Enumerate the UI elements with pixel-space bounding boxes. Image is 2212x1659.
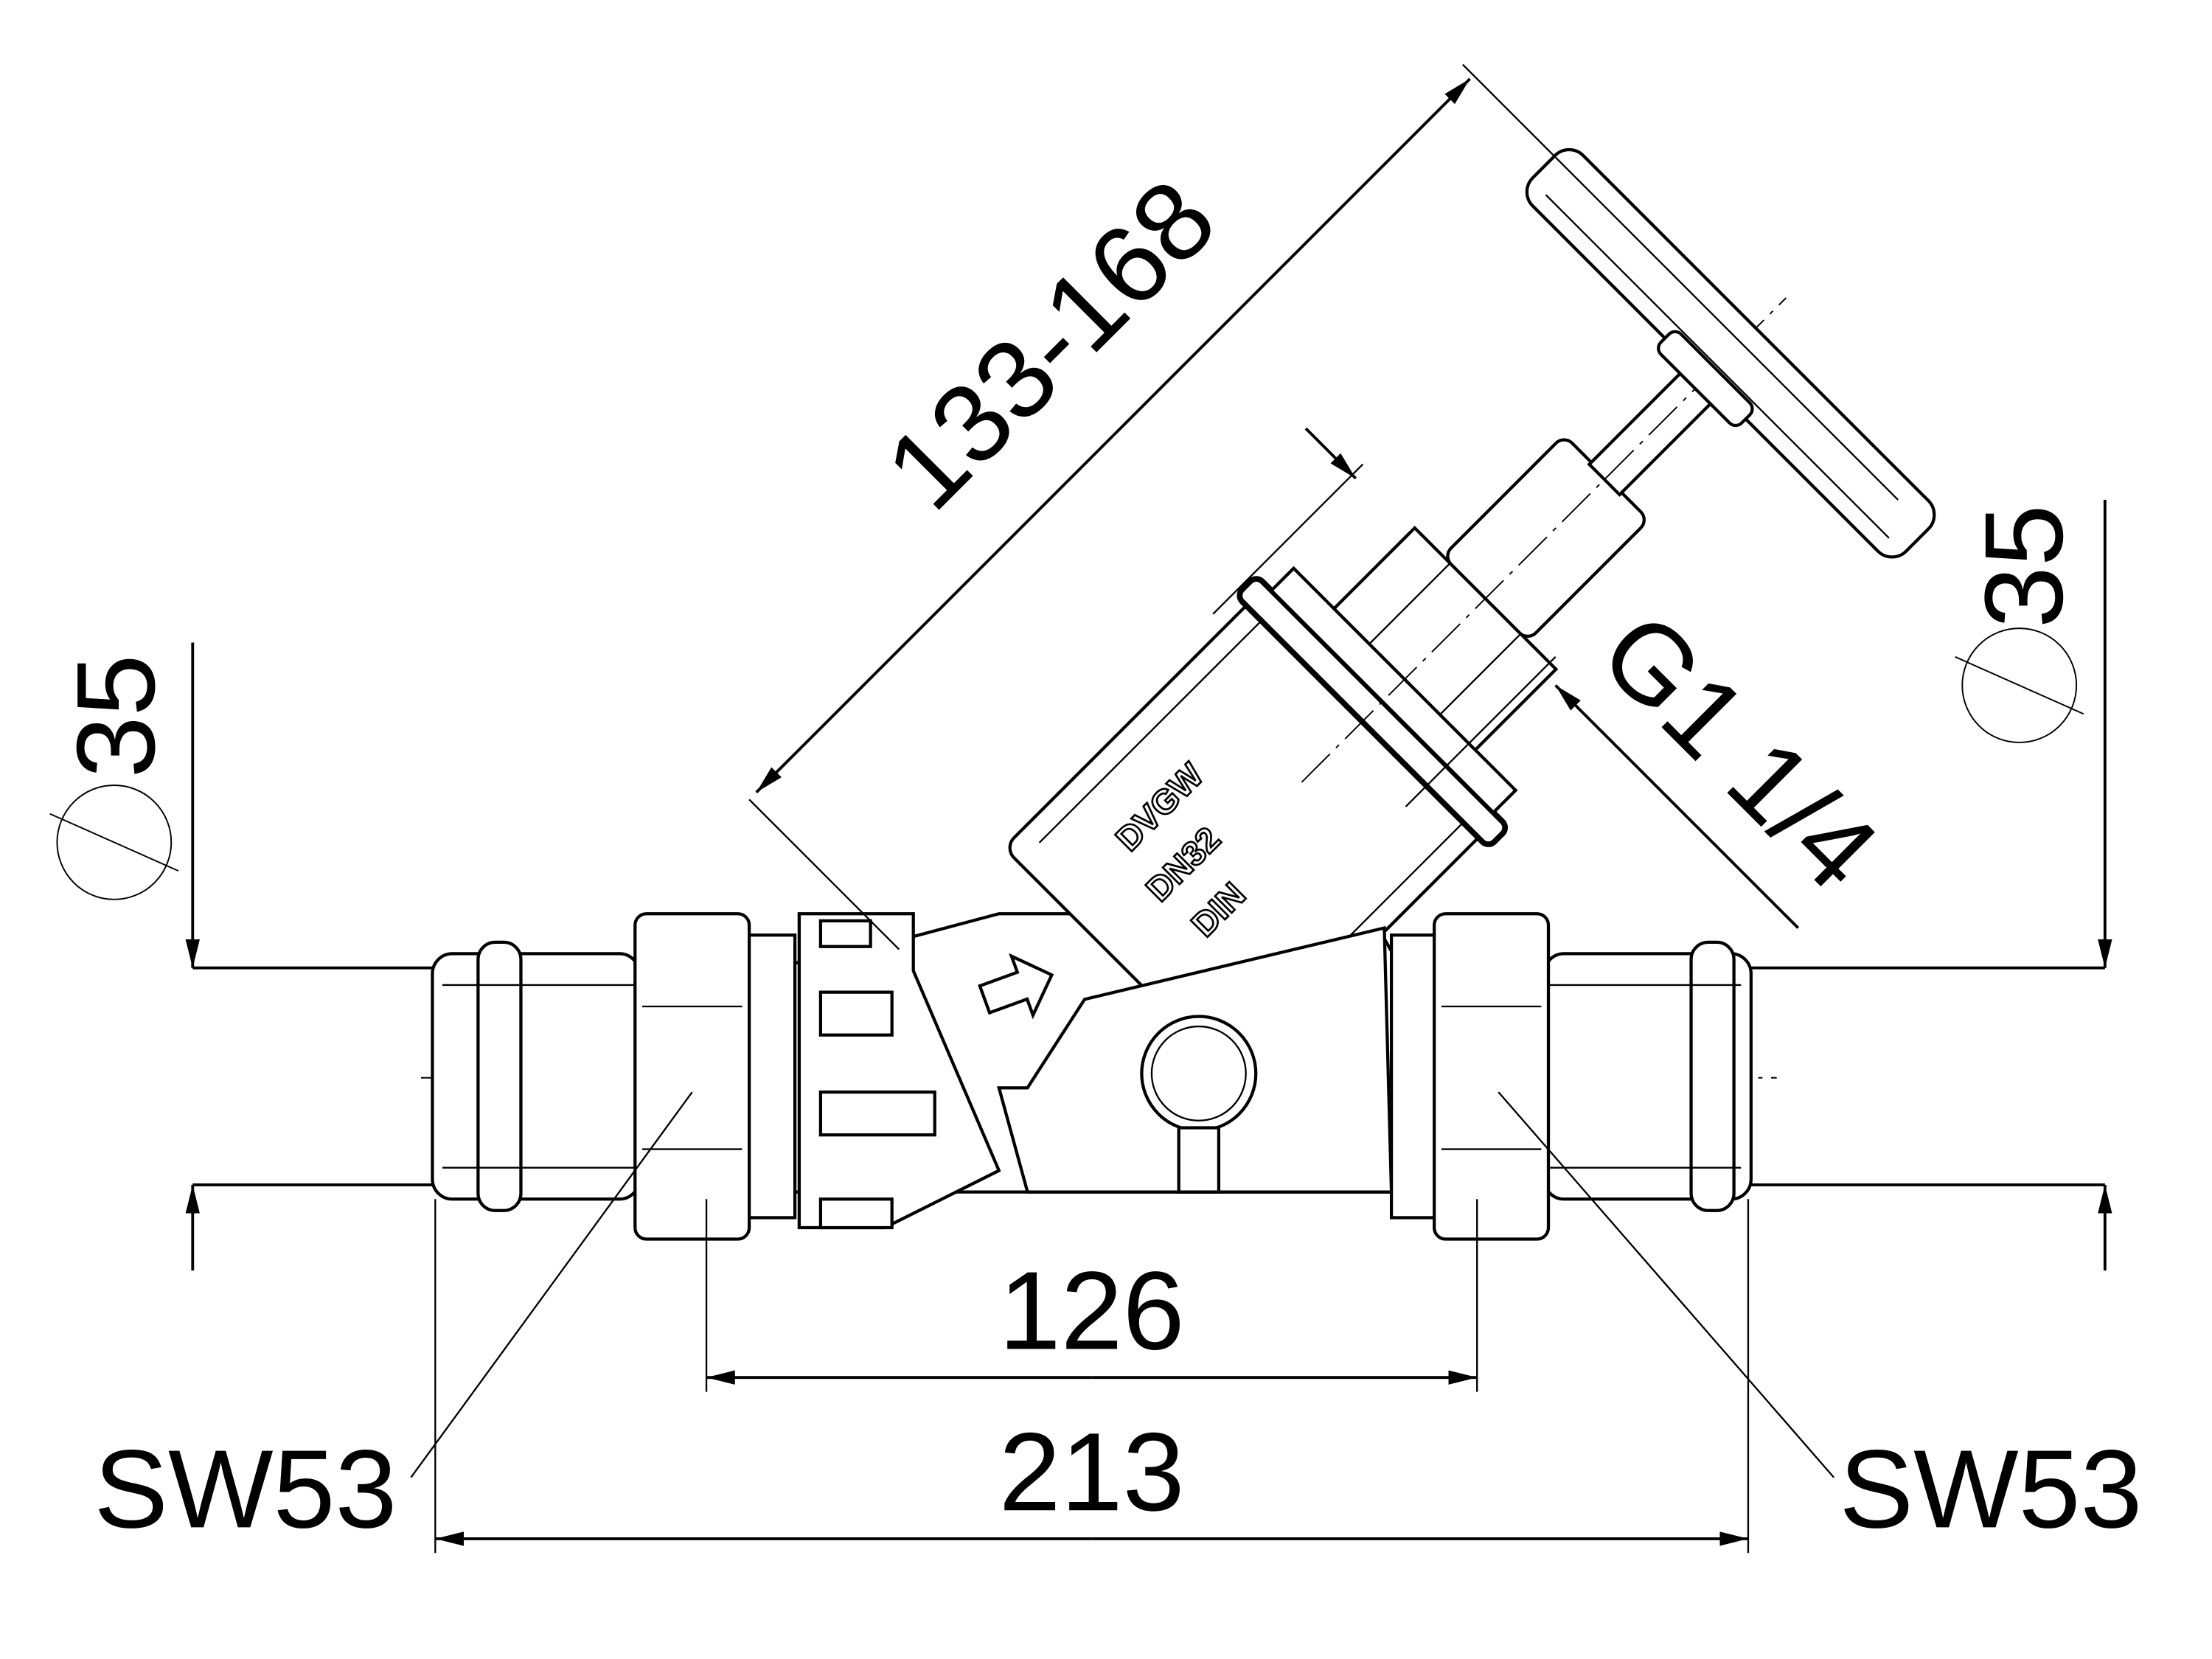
valve-body: DVGW DN32 DIN <box>790 147 1936 1230</box>
height-range-label: 133-168 <box>862 156 1239 532</box>
overall-length-dimension: 213 <box>434 1199 1750 1554</box>
left-press-fitting <box>431 940 641 1212</box>
handwheel <box>1525 147 1936 559</box>
right-wrench-callout: SW53 <box>1498 1091 2143 1551</box>
left-diameter-label: 35 <box>53 654 178 778</box>
right-union-nut <box>1389 912 1551 1241</box>
thread-size-label: G1 1/4 <box>1578 588 1902 913</box>
diameter-symbol-icon <box>1955 627 2084 743</box>
left-wrench-size-label: SW53 <box>94 1426 397 1551</box>
right-diameter-label: 35 <box>1961 504 2086 628</box>
left-pipe <box>192 966 436 1186</box>
left-wrench-callout: SW53 <box>94 1091 693 1551</box>
inner-length-dimension: 126 <box>705 1199 1478 1392</box>
diameter-symbol-icon <box>49 785 179 900</box>
drain-port <box>1140 1015 1258 1194</box>
right-diameter-dimension: 35 <box>1955 499 2112 1271</box>
overall-length-label: 213 <box>999 1409 1185 1534</box>
right-press-fitting <box>1543 940 1753 1212</box>
flow-direction-arrow <box>978 953 1054 1020</box>
inner-length-label: 126 <box>999 1248 1185 1373</box>
right-pipe <box>1747 966 2105 1186</box>
right-wrench-size-label: SW53 <box>1839 1426 2142 1551</box>
left-diameter-dimension: 35 <box>49 642 200 1271</box>
left-union-nut <box>633 912 797 1241</box>
